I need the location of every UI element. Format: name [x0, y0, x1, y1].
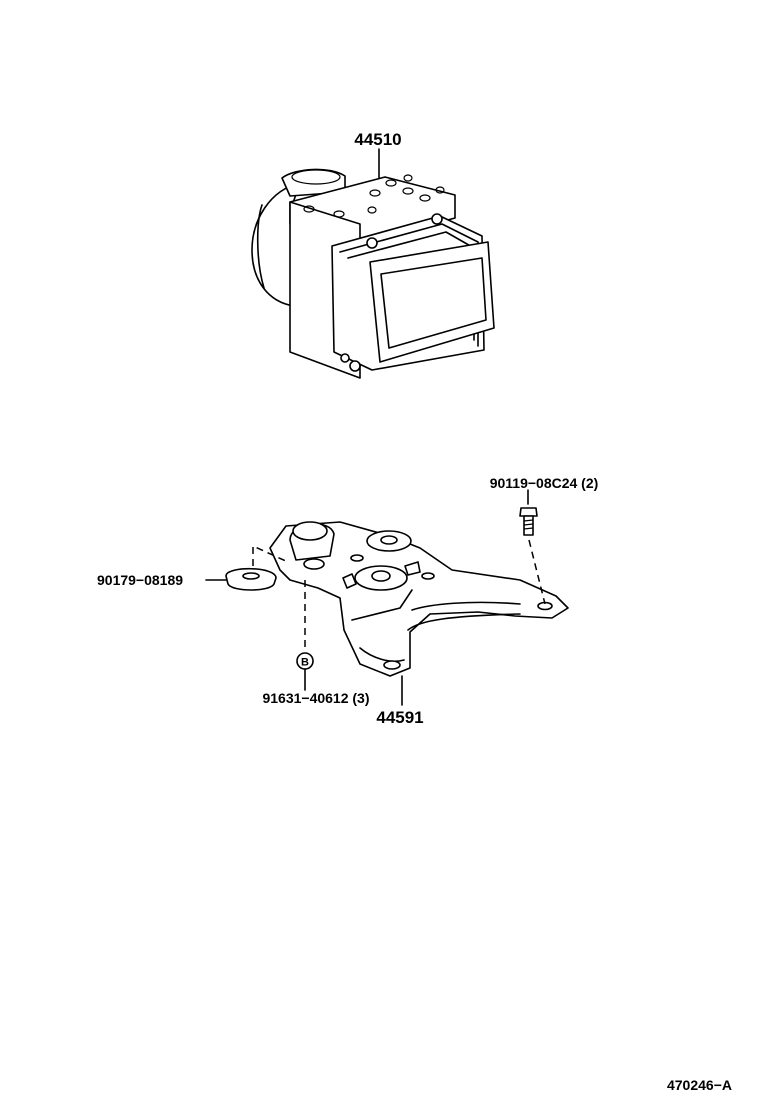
- bolt-shank: [523, 515, 534, 536]
- lug-top: [292, 521, 328, 541]
- label-44510: 44510: [354, 130, 401, 149]
- bolt-head: [519, 507, 538, 517]
- mounting-screws: [340, 213, 443, 372]
- figure-id: 470246−A: [667, 1077, 732, 1093]
- motor-housing: [251, 182, 301, 307]
- label-90179: 90179−08189: [97, 572, 183, 588]
- cushion-90179: [205, 544, 289, 591]
- rubber-mounts: [303, 530, 412, 591]
- motor-cap: [281, 168, 346, 197]
- abs-actuator-assembly: [251, 148, 495, 379]
- cushion-install-line: [252, 544, 289, 566]
- label-44591: 44591: [376, 708, 423, 727]
- bolt-b-marker-label: B: [301, 657, 309, 669]
- bolt-install-line: [528, 539, 546, 605]
- ecu-cover-panel: [380, 257, 487, 349]
- bracket-assembly: [269, 521, 569, 706]
- bracket-holes: [350, 554, 553, 670]
- block-ports: [303, 174, 445, 218]
- bolt-90119: [519, 489, 546, 605]
- label-91631: 91631−40612 (3): [262, 690, 369, 706]
- bolt-91631: B: [296, 580, 314, 691]
- label-90119: 90119−08C24 (2): [490, 475, 599, 491]
